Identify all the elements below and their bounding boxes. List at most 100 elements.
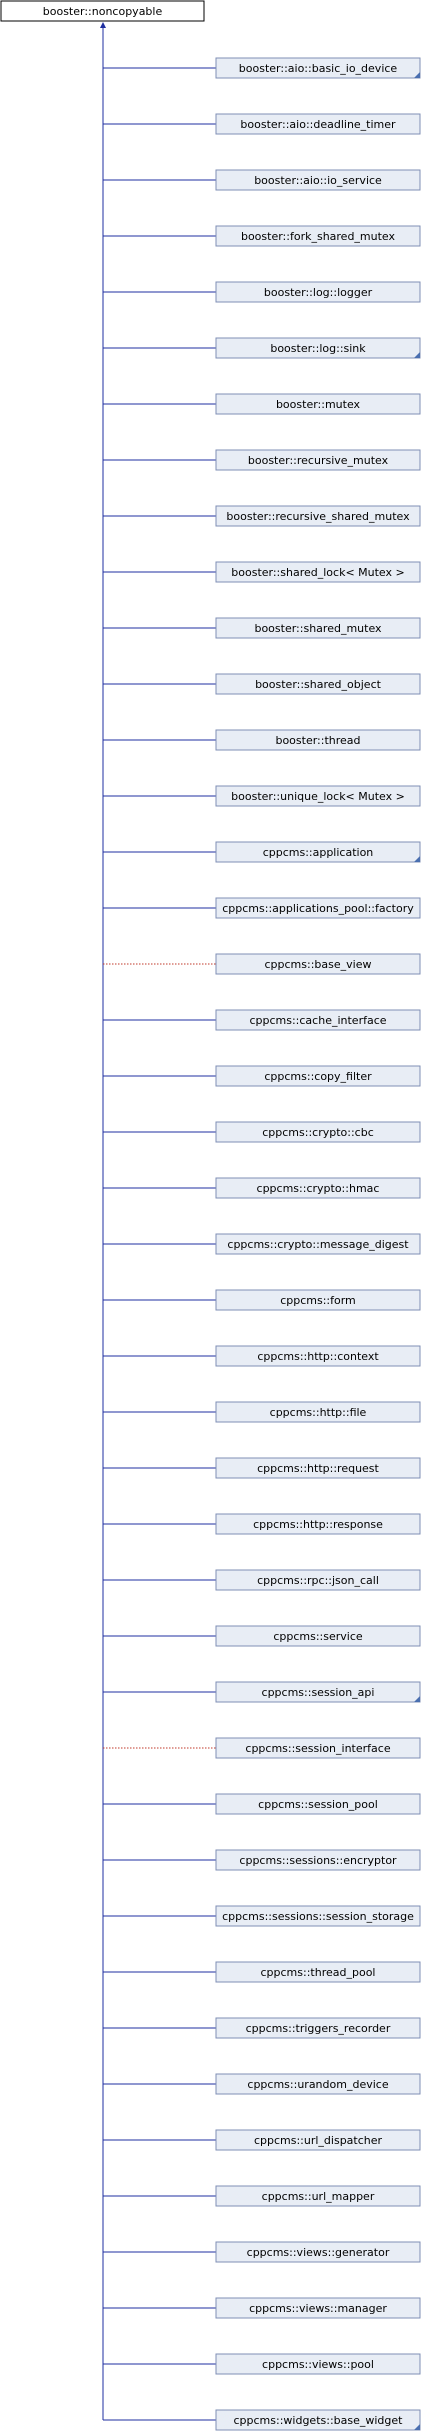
class-node[interactable]: cppcms::views::pool xyxy=(215,2353,421,2375)
class-node[interactable]: booster::recursive_mutex xyxy=(215,449,421,471)
class-node[interactable]: cppcms::http::context xyxy=(215,1345,421,1367)
class-node[interactable]: cppcms::widgets::base_widget xyxy=(215,2409,421,2431)
class-node-box xyxy=(215,2185,421,2207)
class-node[interactable]: booster::thread xyxy=(215,729,421,751)
class-node-label: cppcms::session_api xyxy=(262,1686,375,1699)
class-node[interactable]: cppcms::url_mapper xyxy=(215,2185,421,2207)
class-node[interactable]: booster::log::logger xyxy=(215,281,421,303)
class-node[interactable]: cppcms::http::file xyxy=(215,1401,421,1423)
class-node-label: cppcms::http::response xyxy=(253,1518,383,1531)
class-node[interactable]: cppcms::triggers_recorder xyxy=(215,2017,421,2039)
class-node-box xyxy=(215,2017,421,2039)
class-node-box xyxy=(215,2409,421,2431)
class-node-box xyxy=(215,729,421,751)
class-node-label: cppcms::session_pool xyxy=(258,1798,378,1811)
edges-layer xyxy=(100,22,216,2421)
class-node-box xyxy=(215,225,421,247)
class-node[interactable]: cppcms::base_view xyxy=(215,953,421,975)
class-node[interactable]: cppcms::session_interface xyxy=(215,1737,421,1759)
class-node-box xyxy=(215,953,421,975)
class-node[interactable]: booster::log::sink xyxy=(215,337,421,359)
root-node-label: booster::noncopyable xyxy=(43,5,163,18)
class-node[interactable]: cppcms::sessions::session_storage xyxy=(215,1905,421,1927)
class-node-label: booster::unique_lock< Mutex > xyxy=(231,790,405,803)
class-node-box xyxy=(215,1513,421,1535)
class-node-box xyxy=(215,1569,421,1591)
class-node[interactable]: booster::recursive_shared_mutex xyxy=(215,505,421,527)
class-node-label: cppcms::rpc::json_call xyxy=(257,1574,379,1587)
class-node-box xyxy=(215,2297,421,2319)
class-node-box xyxy=(215,1625,421,1647)
root-node[interactable]: booster::noncopyable xyxy=(0,0,205,22)
class-node-label: booster::shared_lock< Mutex > xyxy=(231,566,404,579)
class-node[interactable]: booster::shared_lock< Mutex > xyxy=(215,561,421,583)
class-node-box xyxy=(215,1961,421,1983)
class-node-box xyxy=(215,57,421,79)
class-node[interactable]: cppcms::urandom_device xyxy=(215,2073,421,2095)
class-node[interactable]: cppcms::session_api xyxy=(215,1681,421,1703)
class-node[interactable]: cppcms::crypto::cbc xyxy=(215,1121,421,1143)
class-node[interactable]: cppcms::service xyxy=(215,1625,421,1647)
class-node-box xyxy=(215,2241,421,2263)
class-node[interactable]: booster::fork_shared_mutex xyxy=(215,225,421,247)
class-node-box xyxy=(215,113,421,135)
class-node[interactable]: booster::aio::basic_io_device xyxy=(215,57,421,79)
class-node-label: cppcms::http::file xyxy=(270,1406,367,1419)
class-node-label: cppcms::views::manager xyxy=(249,2302,387,2315)
class-node-box xyxy=(215,617,421,639)
class-node[interactable]: cppcms::copy_filter xyxy=(215,1065,421,1087)
class-node[interactable]: cppcms::thread_pool xyxy=(215,1961,421,1983)
class-node-label: cppcms::views::generator xyxy=(247,2246,390,2259)
class-node-box xyxy=(215,841,421,863)
class-node[interactable]: cppcms::application xyxy=(215,841,421,863)
class-node-label: cppcms::views::pool xyxy=(262,2358,374,2371)
class-node-label: cppcms::base_view xyxy=(265,958,372,971)
class-node[interactable]: cppcms::form xyxy=(215,1289,421,1311)
expand-corner-icon xyxy=(414,2424,420,2430)
class-node-label: booster::shared_object xyxy=(255,678,382,691)
expand-corner-icon xyxy=(414,1696,420,1702)
class-node-label: booster::thread xyxy=(275,734,360,747)
class-node[interactable]: cppcms::views::manager xyxy=(215,2297,421,2319)
class-node-box xyxy=(215,785,421,807)
class-node[interactable]: cppcms::applications_pool::factory xyxy=(215,897,421,919)
class-node-box xyxy=(215,1345,421,1367)
class-node[interactable]: booster::shared_mutex xyxy=(215,617,421,639)
class-node[interactable]: booster::mutex xyxy=(215,393,421,415)
class-node[interactable]: booster::unique_lock< Mutex > xyxy=(215,785,421,807)
class-node-label: cppcms::http::context xyxy=(257,1350,379,1363)
class-node[interactable]: cppcms::rpc::json_call xyxy=(215,1569,421,1591)
child-nodes-layer: booster::aio::basic_io_devicebooster::ai… xyxy=(215,57,421,2431)
class-node-label: booster::aio::deadline_timer xyxy=(240,118,396,131)
class-node[interactable]: cppcms::cache_interface xyxy=(215,1009,421,1031)
class-node[interactable]: cppcms::crypto::hmac xyxy=(215,1177,421,1199)
class-node-box xyxy=(215,1905,421,1927)
class-node[interactable]: booster::aio::io_service xyxy=(215,169,421,191)
class-node-label: booster::log::sink xyxy=(270,342,366,355)
class-node[interactable]: cppcms::http::request xyxy=(215,1457,421,1479)
class-node-box xyxy=(215,1793,421,1815)
class-node-box xyxy=(215,393,421,415)
class-node-label: cppcms::sessions::session_storage xyxy=(222,1910,414,1923)
expand-corner-icon xyxy=(414,352,420,358)
class-node[interactable]: cppcms::session_pool xyxy=(215,1793,421,1815)
class-node-box xyxy=(215,1737,421,1759)
class-node[interactable]: cppcms::sessions::encryptor xyxy=(215,1849,421,1871)
class-node-box xyxy=(215,1289,421,1311)
class-node-label: booster::log::logger xyxy=(264,286,373,299)
class-node-label: cppcms::applications_pool::factory xyxy=(222,902,414,915)
class-node-box xyxy=(215,1849,421,1871)
class-node-box xyxy=(215,1233,421,1255)
class-node[interactable]: cppcms::crypto::message_digest xyxy=(215,1233,421,1255)
class-node-label: cppcms::application xyxy=(263,846,374,859)
class-node-label: cppcms::session_interface xyxy=(245,1742,390,1755)
class-node-label: cppcms::sessions::encryptor xyxy=(239,1854,397,1867)
class-node[interactable]: cppcms::views::generator xyxy=(215,2241,421,2263)
class-node-label: booster::aio::io_service xyxy=(254,174,382,187)
class-node[interactable]: cppcms::url_dispatcher xyxy=(215,2129,421,2151)
class-node[interactable]: booster::shared_object xyxy=(215,673,421,695)
class-node[interactable]: cppcms::http::response xyxy=(215,1513,421,1535)
class-node-box xyxy=(215,2129,421,2151)
class-node-label: cppcms::crypto::hmac xyxy=(257,1182,380,1195)
class-node[interactable]: booster::aio::deadline_timer xyxy=(215,113,421,135)
